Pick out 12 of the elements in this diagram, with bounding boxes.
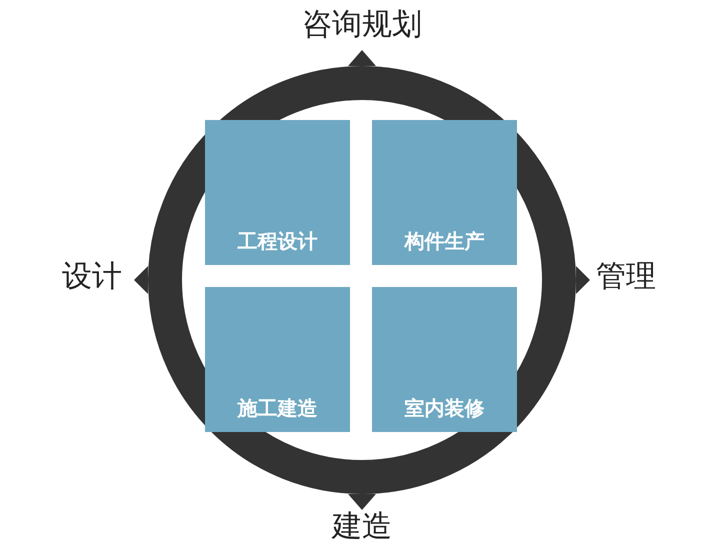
- tile-box: [372, 287, 517, 432]
- tile-box: [205, 120, 350, 265]
- tile-label: 构件生产: [402, 228, 486, 255]
- tile-label: 工程设计: [236, 228, 318, 255]
- tile-box: [372, 120, 517, 265]
- stage-label: 管理: [596, 262, 656, 292]
- tile-label: 室内装修: [404, 395, 486, 422]
- stage-label: 建造: [332, 512, 392, 542]
- tile-box: [205, 287, 350, 432]
- stage-label: 咨询规划: [302, 10, 422, 40]
- stage-label: 设计: [62, 262, 122, 292]
- tile-label: 施工建造: [236, 395, 318, 422]
